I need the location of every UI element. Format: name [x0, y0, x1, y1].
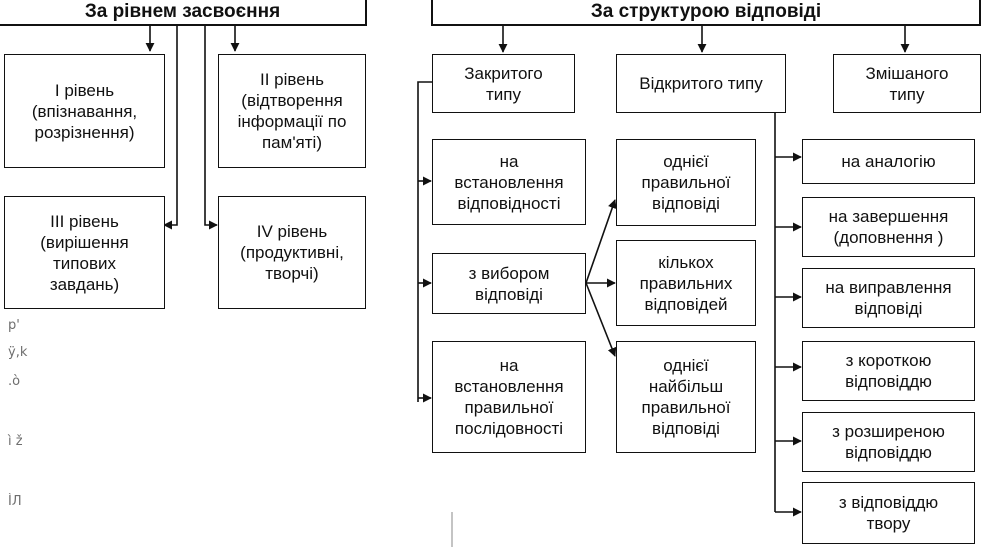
- scan-artifact-4: ì ž: [8, 434, 23, 449]
- type-mixed-box: Змішаного типу: [833, 54, 981, 113]
- level-3-box: ІІІ рівень (вирішення типових завдань): [4, 196, 165, 309]
- scan-artifact-3: .ò: [8, 374, 21, 389]
- choice-multiple-box: кількох правильних відповідей: [616, 240, 756, 326]
- closed-matching-box: на встановлення відповідності: [432, 139, 586, 225]
- connector-mastery-level3: [163, 25, 178, 230]
- connector-closed-spine: [417, 81, 432, 402]
- type-open-box: Відкритого типу: [616, 54, 786, 113]
- connector-choice-single: [585, 199, 617, 284]
- level-2-box: ІІ рівень (відтворення інформації по пам…: [218, 54, 366, 168]
- open-correction-box: на виправлення відповіді: [802, 268, 975, 328]
- closed-sequence-box: на встановлення правильної послідовності: [432, 341, 586, 453]
- closed-choice-box: з вибором відповіді: [432, 253, 586, 314]
- open-essay-box: з відповіддю твору: [802, 482, 975, 544]
- level-4-box: IV рівень (продуктивні, творчі): [218, 196, 366, 309]
- open-short-box: з короткою відповіддю: [802, 341, 975, 401]
- level-1-box: І рівень (впізнавання, розрізнення): [4, 54, 165, 168]
- scan-artifact-5: ÌЛ: [8, 494, 22, 509]
- open-analogy-box: на аналогію: [802, 139, 975, 184]
- choice-best-box: однієї найбільш правильної відповіді: [616, 341, 756, 453]
- scan-artifact-1: р': [8, 318, 20, 333]
- connector-mastery-level4: [204, 25, 218, 230]
- connector-choice-best: [585, 282, 617, 357]
- choice-single-box: однієї правильної відповіді: [616, 139, 756, 226]
- header-mastery-level: За рівнем засвоєння: [0, 0, 367, 26]
- type-closed-box: Закритого типу: [432, 54, 575, 113]
- open-completion-box: на завершення (доповнення ): [802, 197, 975, 257]
- scan-artifact-2: ÿ,k: [8, 345, 28, 360]
- open-extended-box: з розширеною відповіддю: [802, 412, 975, 472]
- header-answer-structure: За структурою відповіді: [431, 0, 981, 26]
